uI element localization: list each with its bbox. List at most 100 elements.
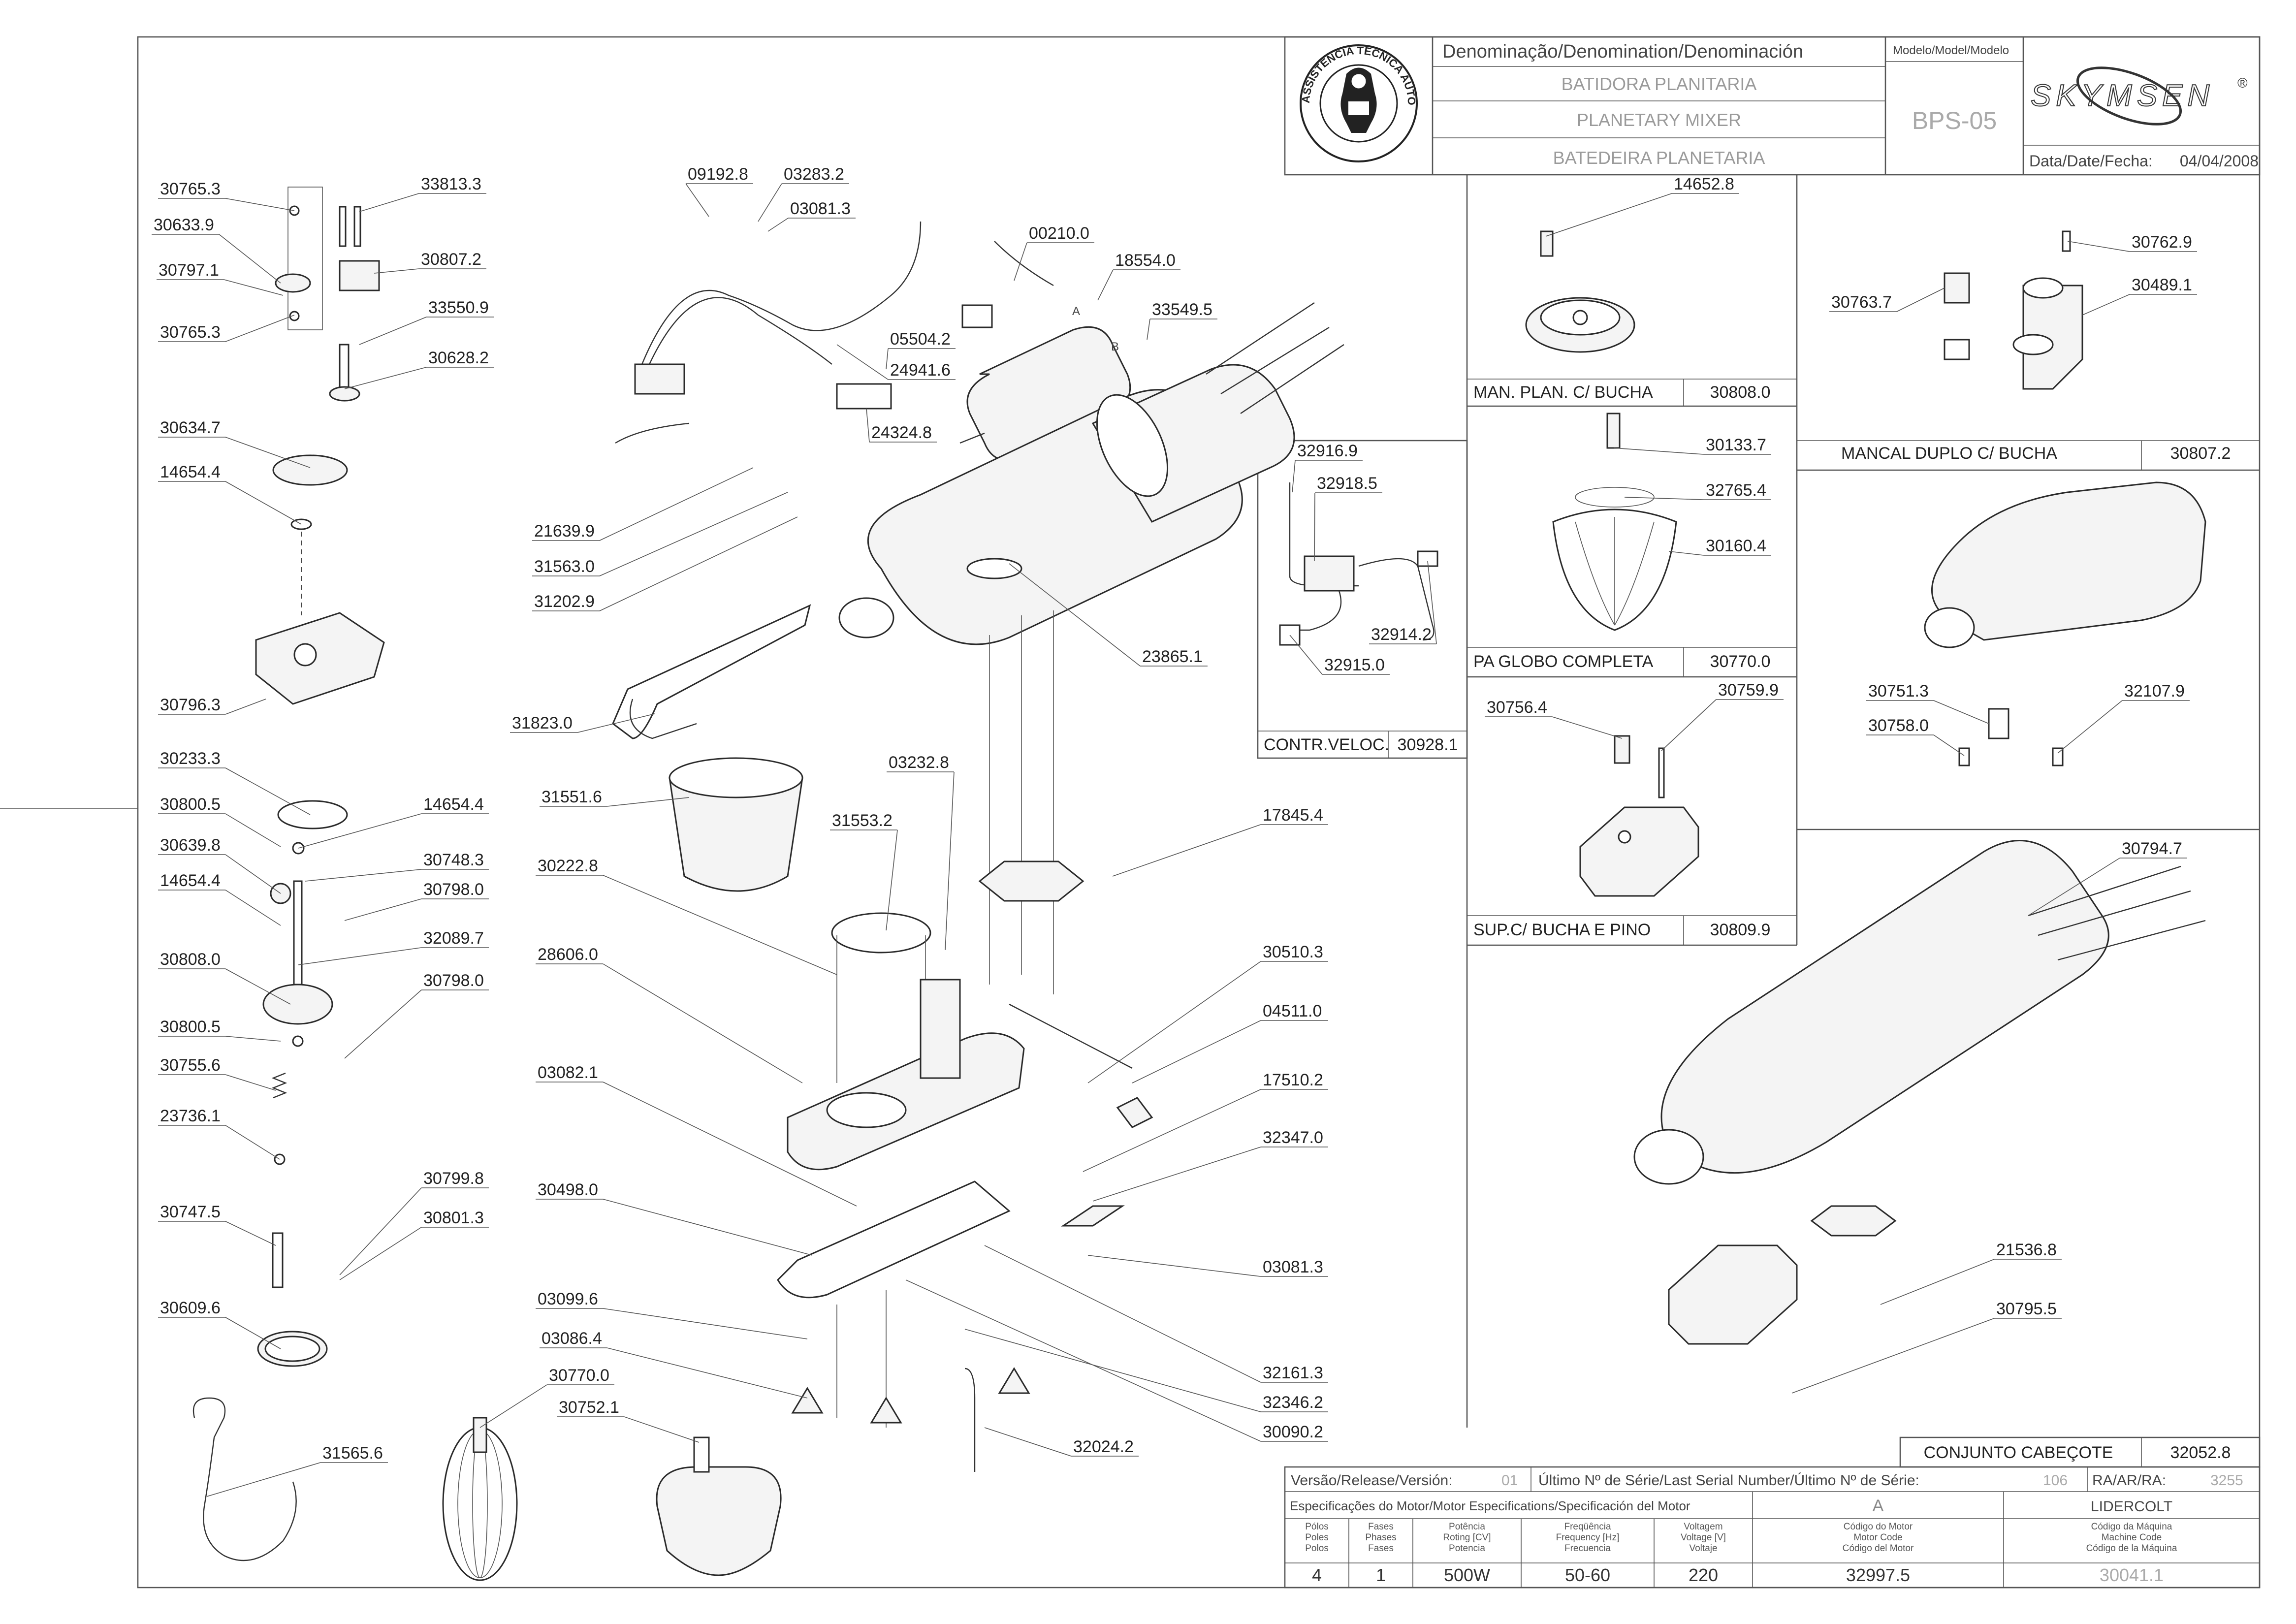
caption-head-assembly: CONJUNTO CABEÇOTE [1924, 1443, 2113, 1462]
leader-line [685, 183, 709, 217]
part-number-label: 30222.8 [538, 857, 598, 875]
spec-value: 1 [1376, 1565, 1386, 1585]
leader-line [603, 875, 837, 975]
spec-header-text: Fases [1368, 1522, 1394, 1532]
leader-line [225, 481, 302, 525]
spec-header-text: Motor Code [1853, 1532, 1902, 1543]
spec-header-text: Código da Máquina [2091, 1522, 2172, 1532]
leader-line [225, 437, 311, 468]
brand-logo: SKYMSEN ® [2030, 66, 2248, 126]
part-number-label: 04511.0 [1263, 1002, 1322, 1020]
spec-value: 4 [1312, 1565, 1322, 1585]
part-number-label: 32918.5 [1317, 474, 1377, 493]
leader-line [1880, 1259, 1995, 1305]
part-number-label: 30756.4 [1487, 698, 1547, 717]
spec-header-text: Poles [1305, 1532, 1329, 1543]
spec-header-text: Freqüência [1564, 1522, 1611, 1532]
caption-whisk: PA GLOBO COMPLETA [1473, 652, 1654, 671]
leader-line [2028, 858, 2120, 916]
leader-line [225, 1125, 280, 1160]
spec-header-text: Roting [CV] [1443, 1532, 1491, 1543]
leader-line [374, 268, 419, 274]
leader-line [886, 829, 898, 931]
spec-header-text: Pólos [1305, 1522, 1329, 1532]
spec-value: 32997.5 [1846, 1565, 1910, 1585]
whisk-and-beater [442, 1417, 782, 1581]
leader-line [606, 1347, 808, 1399]
leader-line [984, 1427, 1072, 1457]
leader-line [1624, 497, 1704, 500]
leader-line [359, 193, 419, 212]
part-number-label: 24324.8 [871, 423, 932, 442]
leader-line [339, 1187, 422, 1275]
leader-line [603, 1308, 808, 1339]
leader-line [603, 1199, 813, 1256]
model-value: BPS-05 [1912, 107, 1997, 134]
leader-line [206, 1462, 321, 1497]
part-number-label: 30609.6 [160, 1299, 221, 1317]
leader-line [1087, 1255, 1261, 1277]
part-number-label: 30800.5 [160, 795, 221, 814]
leader-line [225, 854, 281, 894]
part-number-label: 03086.4 [542, 1329, 602, 1348]
part-number-label: 30758.0 [1868, 716, 1929, 735]
part-number-label: 32024.2 [1073, 1437, 1134, 1456]
part-number-label: 30233.3 [160, 749, 221, 768]
part-number-label: 33550.9 [428, 298, 489, 317]
leader-line [984, 1245, 1261, 1383]
part-number-label: 21639.9 [534, 522, 595, 541]
drawing-frame [137, 36, 2261, 1589]
ra-value: 3255 [2210, 1472, 2243, 1489]
leader-line [1791, 1318, 1995, 1394]
part-number-label: 30090.2 [1263, 1423, 1323, 1441]
part-number-label: 30797.1 [159, 261, 219, 280]
leader-line [225, 813, 281, 847]
leader-line [1092, 1146, 1261, 1202]
ra-label: RA/AR/RA: [2092, 1472, 2166, 1489]
spec-table [1284, 1466, 2261, 1589]
version-value: 01 [1501, 1472, 1518, 1489]
part-number-label: 09192.8 [688, 165, 748, 184]
spec-header-text: Voltage [V] [1681, 1532, 1726, 1543]
leader-line [866, 408, 870, 443]
date-label: Data/Date/Fecha: [2029, 152, 2153, 170]
part-number-label: 05504.2 [890, 330, 951, 349]
leader-line [219, 234, 281, 284]
leader-line [767, 218, 789, 232]
leader-line [1661, 699, 1717, 751]
spec-value: 220 [1689, 1565, 1718, 1585]
part-number-label: 32765.4 [1706, 481, 1766, 500]
motor-maker: LIDERCOLT [2091, 1498, 2172, 1515]
leader-line [599, 467, 754, 541]
part-number-label: 23736.1 [160, 1107, 221, 1125]
leader-line [225, 1317, 281, 1349]
leader-line [298, 813, 422, 849]
part-number-label: 30798.0 [423, 880, 484, 899]
version-label: Versão/Release/Versión: [1291, 1472, 1453, 1489]
spec-header-text: Potência [1449, 1522, 1485, 1532]
spec-value: 50-60 [1565, 1565, 1610, 1585]
part-number-label: 30796.3 [160, 696, 221, 714]
code-head-assembly: 32052.8 [2170, 1443, 2231, 1462]
leader-line [1545, 193, 1672, 237]
code-speed-control: 30928.1 [1398, 735, 1458, 754]
part-number-label: 32346.2 [1263, 1393, 1323, 1412]
part-number-label: 14652.8 [1674, 175, 1734, 193]
part-number-label: 30498.0 [538, 1180, 598, 1199]
part-number-label: 28606.0 [538, 945, 598, 964]
code-double-bearing: 30807.2 [2170, 444, 2231, 463]
leader-line [905, 1279, 1261, 1442]
spec-header-text: Frequency [Hz] [1556, 1532, 1620, 1543]
registered-mark: ® [2237, 75, 2248, 91]
part-number-label: 31551.6 [542, 788, 602, 806]
leader-line [298, 947, 422, 965]
caption-double-bearing: MANCAL DUPLO C/ BUCHA [1841, 444, 2057, 463]
leader-line [603, 963, 803, 1083]
leader-line [225, 1221, 276, 1246]
leader-line [599, 492, 788, 576]
model-label: Modelo/Model/Modelo [1893, 44, 2009, 57]
part-number-label: 03081.3 [1263, 1258, 1323, 1276]
leader-lines [152, 183, 2197, 1497]
seal-text: ASSISTÊNCIA TÉCNICA AUTORIZADA [0, 0, 1418, 105]
leader-line [225, 699, 266, 715]
